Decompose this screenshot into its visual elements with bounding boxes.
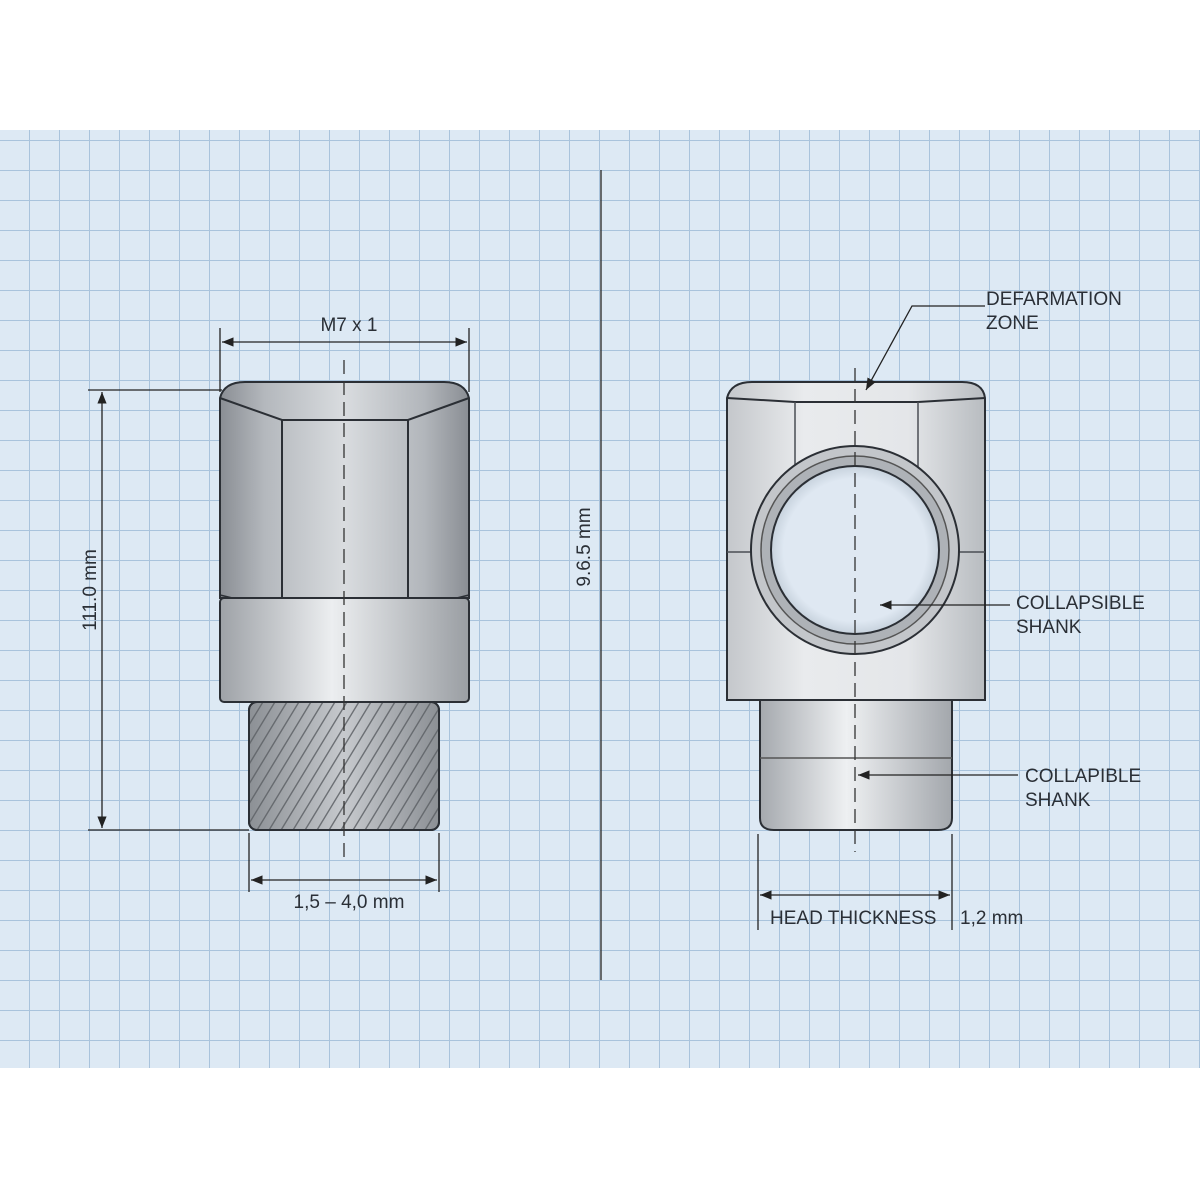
deformation-zone-label-line2: ZONE: [986, 313, 1039, 334]
left-view-nut: [219, 381, 470, 831]
thread-size-label: M7 x 1: [320, 315, 377, 336]
collapsible-shank-label-2-line2: SHANK: [1025, 790, 1091, 811]
collapsible-shank-label-1-line1: COLLAPSIBLE: [1016, 593, 1145, 614]
collapsible-shank-label-1-line2: SHANK: [1016, 617, 1082, 638]
head-thickness-label: HEAD THICKNESS: [770, 908, 936, 929]
grid-sheet: [0, 130, 1200, 1068]
head-thickness-value: 1,2 mm: [960, 908, 1023, 929]
head-thickness-dimension: HEAD THICKNESS 1,2 mm: [757, 834, 1023, 930]
collapsible-shank-label-2-line1: COLLAPIBLE: [1025, 766, 1141, 787]
collapsible-shank-callout-2: COLLAPIBLE SHANK: [858, 766, 1141, 811]
total-length-label: 111.0 mm: [80, 549, 101, 631]
deformation-zone-callout: DEFARMATION ZONE: [865, 289, 1122, 391]
deformation-zone-label-line1: DEFARMATION: [986, 289, 1122, 310]
right-view-nut: [726, 381, 986, 831]
grip-range-dimension: 1,5 – 4,0 mm: [248, 833, 440, 913]
center-height-label: 9.6.5 mm: [574, 507, 595, 586]
total-length-dimension: 111.0 mm: [80, 389, 249, 831]
collapsible-shank-callout-1: COLLAPSIBLE SHANK: [880, 593, 1145, 638]
thread-size-dimension: M7 x 1: [219, 315, 470, 392]
grip-range-label: 1,5 – 4,0 mm: [294, 892, 405, 913]
